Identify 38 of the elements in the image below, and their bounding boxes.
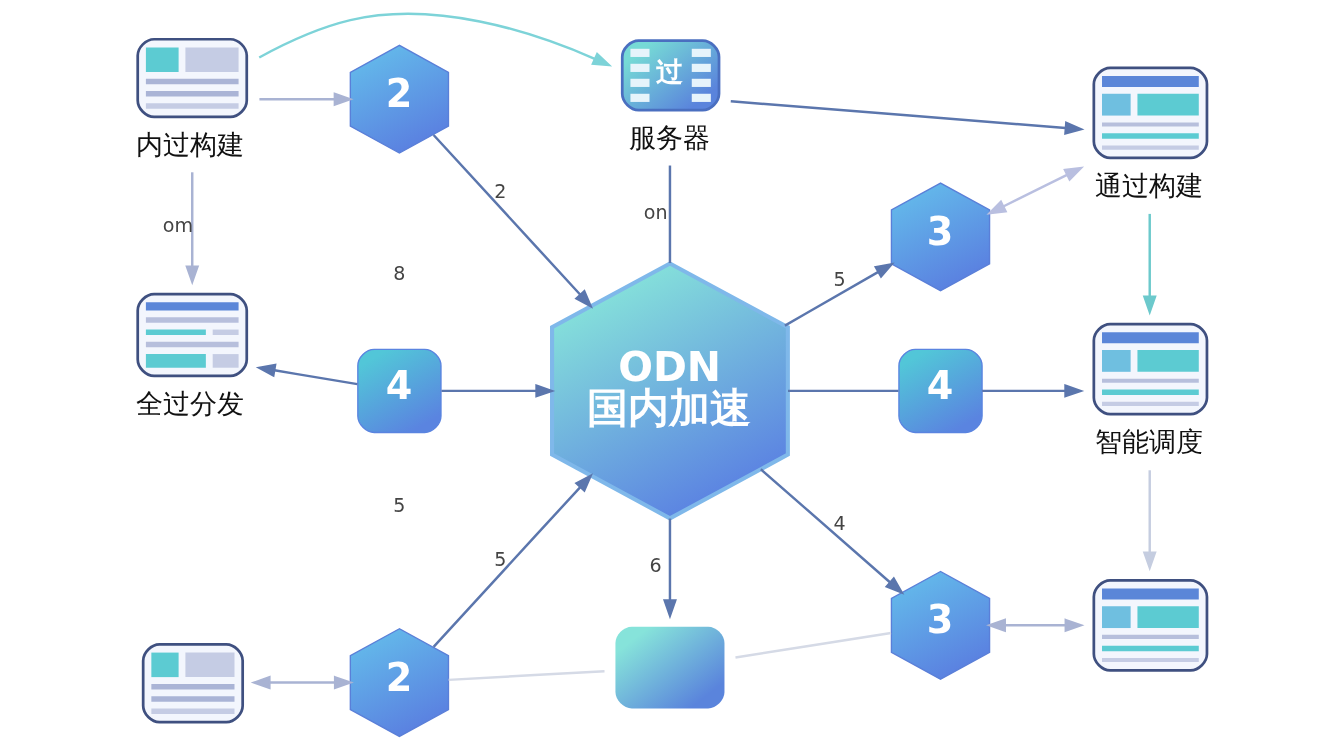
- node-label: 全过分发: [136, 387, 245, 419]
- arrow: [441, 383, 556, 398]
- node-box: 4: [898, 348, 983, 434]
- arrow: [185, 172, 200, 286]
- arrow: [1142, 470, 1157, 572]
- edge-label: 5: [494, 547, 507, 570]
- arrow: [259, 92, 354, 107]
- edge-label: 6: [649, 554, 662, 577]
- arrow: [730, 100, 1085, 135]
- node-picture: [615, 626, 725, 709]
- arrow: [986, 618, 1085, 633]
- arrow: [255, 363, 358, 386]
- edge-label: on: [643, 201, 668, 224]
- arrow: [986, 166, 1085, 215]
- node-label: 内过构建: [136, 128, 245, 160]
- node-label: 通过构建: [1094, 169, 1203, 201]
- label: 8: [393, 262, 406, 285]
- arrow: [432, 134, 594, 309]
- node-label: 服务器: [629, 121, 711, 153]
- arrow: [784, 262, 895, 327]
- arrow: [982, 383, 1085, 398]
- connector: [668, 165, 672, 264]
- connector: [788, 389, 899, 393]
- node-box: 4: [357, 348, 442, 434]
- label: 5: [393, 493, 406, 516]
- arrow: [663, 518, 677, 620]
- connector: [448, 669, 605, 682]
- arrow: [432, 473, 594, 648]
- node-label: 智能调度: [1094, 425, 1203, 457]
- arrow: [1142, 213, 1157, 316]
- edge-label: om: [162, 214, 194, 237]
- arrow: [258, 12, 613, 67]
- arrow: [760, 468, 905, 595]
- connector: [735, 631, 892, 659]
- edge-label: 4: [833, 512, 846, 535]
- edge-label: 2: [494, 179, 507, 202]
- edge-label: 5: [833, 268, 846, 291]
- arrow: [250, 675, 354, 690]
